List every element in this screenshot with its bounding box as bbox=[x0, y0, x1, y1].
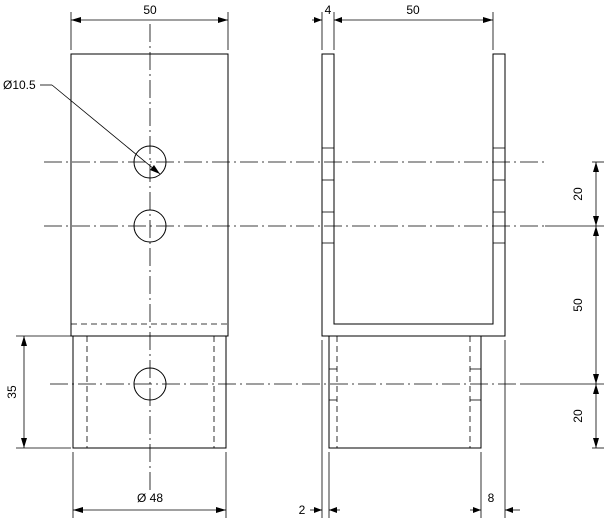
dim-lower-diameter: Ø 48 bbox=[72, 452, 227, 518]
dim-side-width-label: 50 bbox=[406, 3, 420, 17]
side-view bbox=[321, 53, 506, 449]
dim-hole-diameter: Ø10.5 bbox=[3, 78, 161, 175]
dim-front-width: 50 bbox=[70, 3, 229, 50]
dim-right-offset: 8 bbox=[470, 340, 520, 518]
dim-left-offset-label: 2 bbox=[299, 503, 306, 517]
dim-wall-thickness-label: 4 bbox=[325, 3, 332, 17]
dim-wall-thickness: 4 bbox=[312, 3, 342, 50]
side-u-channel bbox=[321, 53, 506, 337]
dim-lower-height-label: 35 bbox=[5, 385, 19, 399]
horizontal-centerlines bbox=[44, 161, 545, 385]
dim-lower-height: 35 bbox=[5, 335, 71, 449]
dim-right-stack: 20 50 20 bbox=[520, 161, 604, 449]
dim-gap-20-top-label: 20 bbox=[571, 187, 585, 201]
dim-gap-20-bottom-label: 20 bbox=[571, 409, 585, 423]
dim-side-width: 50 bbox=[334, 3, 494, 50]
dim-gap-50-label: 50 bbox=[571, 298, 585, 312]
front-lower-block bbox=[72, 336, 227, 449]
side-lower-block bbox=[328, 336, 482, 449]
front-view bbox=[70, 24, 229, 490]
dim-right-offset-label: 8 bbox=[488, 491, 495, 505]
side-hole-marks bbox=[322, 147, 505, 401]
dim-hole-diameter-label: Ø10.5 bbox=[3, 78, 36, 92]
dim-front-width-label: 50 bbox=[143, 3, 157, 17]
front-upper-plate bbox=[70, 53, 229, 337]
dim-lower-diameter-label: Ø 48 bbox=[137, 491, 163, 505]
dim-left-offset: 2 bbox=[299, 340, 340, 518]
